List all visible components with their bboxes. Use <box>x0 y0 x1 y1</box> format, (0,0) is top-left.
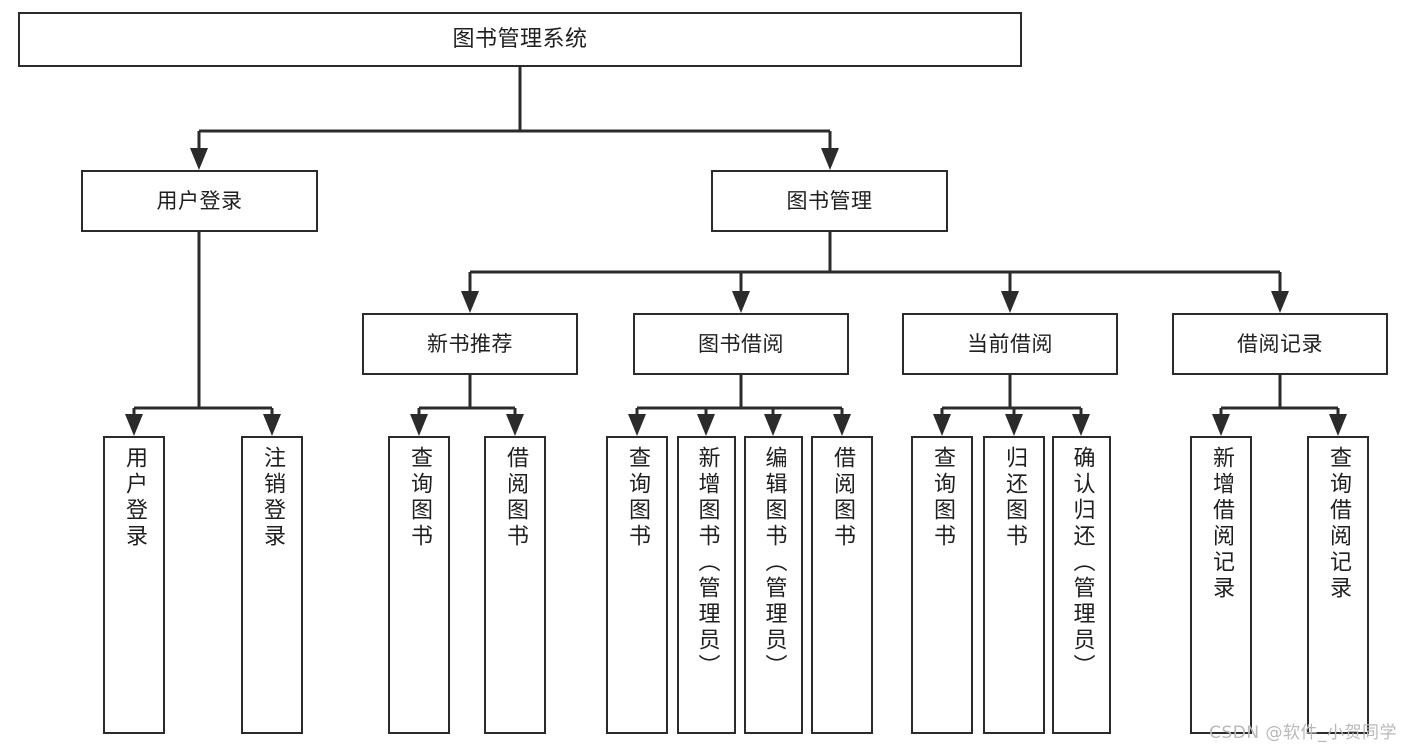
node-borrow-record[interactable]: 借阅记录 <box>1172 313 1388 375</box>
arrow-leaf-query-borrow-record <box>1329 414 1347 436</box>
node-leaf-query-book-1[interactable]: 查询图书 <box>388 436 450 734</box>
node-leaf-add-borrow-record[interactable]: 新增借阅记录 <box>1190 436 1252 734</box>
node-leaf-add-book-admin-label: 新增图书（管理员） <box>694 446 720 680</box>
node-book-borrow[interactable]: 图书借阅 <box>633 313 849 375</box>
node-leaf-return-book[interactable]: 归还图书 <box>983 436 1045 734</box>
arrow-current-borrow <box>1001 291 1019 313</box>
arrow-leaf-add-book-admin <box>697 414 715 436</box>
node-leaf-user-logout-label: 注销登录 <box>260 446 285 550</box>
node-book-manage[interactable]: 图书管理 <box>711 170 948 232</box>
node-leaf-borrow-book-1-label: 借阅图书 <box>503 446 528 550</box>
node-leaf-confirm-return-admin[interactable]: 确认归还（管理员） <box>1052 436 1111 734</box>
csdn-watermark: CSDN @软件_小贺同学 <box>1209 723 1397 743</box>
node-user-login-label: 用户登录 <box>156 188 243 213</box>
arrow-leaf-confirm-return-admin <box>1072 414 1090 436</box>
arrow-leaf-add-borrow-record <box>1212 414 1230 436</box>
arrow-leaf-borrow-book-1 <box>506 414 524 436</box>
arrow-leaf-borrow-book-2 <box>833 414 851 436</box>
node-leaf-confirm-return-admin-label: 确认归还（管理员） <box>1069 446 1095 680</box>
arrow-leaf-query-book-1 <box>410 414 428 436</box>
arrow-book-borrow <box>732 291 750 313</box>
arrow-borrow-record <box>1271 291 1289 313</box>
arrow-leaf-user-logout <box>263 414 281 436</box>
node-current-borrow[interactable]: 当前借阅 <box>902 313 1118 375</box>
node-current-borrow-label: 当前借阅 <box>967 331 1053 356</box>
node-leaf-borrow-book-2-label: 借阅图书 <box>830 446 855 550</box>
node-leaf-user-login[interactable]: 用户登录 <box>103 436 165 734</box>
arrow-leaf-edit-book-admin <box>764 414 782 436</box>
node-leaf-query-book-1-label: 查询图书 <box>407 446 432 550</box>
node-leaf-query-book-2[interactable]: 查询图书 <box>606 436 668 734</box>
node-book-borrow-label: 图书借阅 <box>698 331 784 356</box>
node-leaf-borrow-book-1[interactable]: 借阅图书 <box>484 436 546 734</box>
node-leaf-query-book-3[interactable]: 查询图书 <box>911 436 973 734</box>
node-borrow-record-label: 借阅记录 <box>1237 331 1323 356</box>
arrow-user-login <box>190 148 208 170</box>
node-leaf-edit-book-admin[interactable]: 编辑图书（管理员） <box>744 436 803 734</box>
node-book-manage-label: 图书管理 <box>786 188 873 213</box>
node-root[interactable]: 图书管理系统 <box>18 12 1022 67</box>
node-leaf-borrow-book-2[interactable]: 借阅图书 <box>811 436 873 734</box>
node-new-book-recommend[interactable]: 新书推荐 <box>362 313 578 375</box>
node-leaf-add-book-admin[interactable]: 新增图书（管理员） <box>677 436 736 734</box>
node-leaf-user-logout[interactable]: 注销登录 <box>241 436 303 734</box>
node-leaf-user-login-label: 用户登录 <box>122 446 147 550</box>
node-leaf-query-book-3-label: 查询图书 <box>930 446 955 550</box>
node-root-label: 图书管理系统 <box>452 26 588 52</box>
node-user-login[interactable]: 用户登录 <box>81 170 318 232</box>
arrow-leaf-user-login <box>125 414 143 436</box>
node-leaf-add-borrow-record-label: 新增借阅记录 <box>1209 446 1234 602</box>
arrow-leaf-return-book <box>1005 414 1023 436</box>
node-leaf-edit-book-admin-label: 编辑图书（管理员） <box>761 446 787 680</box>
arrow-book-manage <box>821 148 839 170</box>
arrow-leaf-query-book-2 <box>628 414 646 436</box>
arrow-new-book-recommend <box>461 291 479 313</box>
node-leaf-query-borrow-record[interactable]: 查询借阅记录 <box>1307 436 1369 734</box>
node-leaf-return-book-label: 归还图书 <box>1002 446 1027 550</box>
node-leaf-query-book-2-label: 查询图书 <box>625 446 650 550</box>
arrow-leaf-query-book-3 <box>933 414 951 436</box>
node-leaf-query-borrow-record-label: 查询借阅记录 <box>1326 446 1351 602</box>
node-new-book-recommend-label: 新书推荐 <box>427 331 513 356</box>
